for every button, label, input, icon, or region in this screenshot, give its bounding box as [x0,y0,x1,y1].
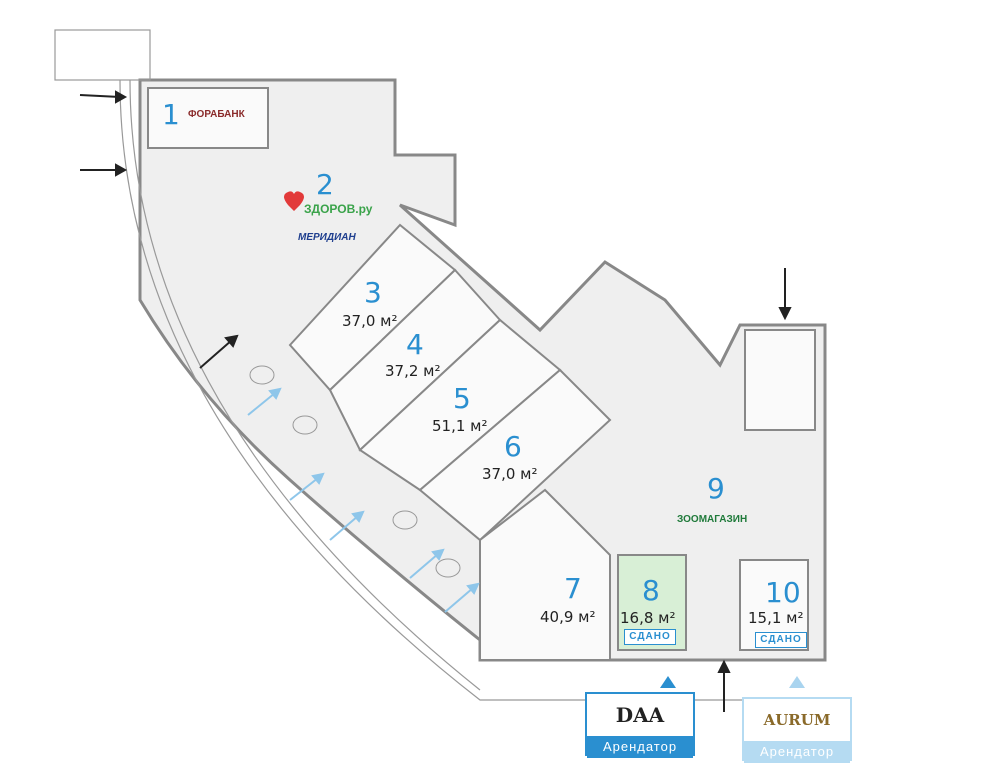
room-6-area[interactable] [418,368,612,542]
room-5-number: 5 [453,382,471,415]
room-2-number: 2 [316,168,334,201]
visitor-arrows [247,387,480,613]
columns [249,365,461,578]
daa-logo: DAA [615,703,665,727]
entrance-arrows [79,90,792,712]
tenant-card-aurum[interactable]: AURUM Арендатор [742,697,852,763]
room-3-number: 3 [364,276,382,309]
tenant-card-daa[interactable]: DAA Арендатор [585,692,695,758]
outer-wall-inner [129,79,481,691]
room-10-status-badge: СДАНО [755,632,807,648]
room-8-number: 8 [642,574,660,607]
tenant-label: Арендатор [744,741,850,763]
stair-top [54,29,151,81]
room-9-tenant: ЗООМАГАЗИН [677,514,747,525]
room-8-area-label: 16,8 м² [620,609,676,627]
triangle-marker-icon [660,676,676,688]
room-7-number: 7 [564,572,582,605]
room-8-status-badge: СДАНО [624,629,676,645]
room-5-area-label: 51,1 м² [432,417,488,435]
room-6-number: 6 [504,430,522,463]
room-2-tenant-2: МЕРИДИАН [298,232,356,243]
triangle-marker-icon [789,676,805,688]
heart-logo-icon [284,191,304,211]
room-6-area-label: 37,0 м² [482,465,538,483]
room-10-area-label: 15,1 м² [748,609,804,627]
room-7-area-label: 40,9 м² [540,608,596,626]
room-10-number: 10 [765,576,801,609]
utility-room [744,329,816,431]
aurum-logo: AURUM [763,711,831,729]
room-1-number: 1 [162,98,180,131]
room-3-area-label: 37,0 м² [342,312,398,330]
room-1-area[interactable] [147,87,269,149]
tenant-label: Арендатор [587,736,693,758]
outer-wall [119,79,830,701]
room-4-area-label: 37,2 м² [385,362,441,380]
room-4-number: 4 [406,328,424,361]
room-9-number: 9 [707,472,725,505]
room-7-area[interactable] [479,488,611,661]
room-2-tenant: ЗДОРОВ.ру [304,202,373,216]
room-1-tenant: ФОРАБАНК [188,109,246,120]
